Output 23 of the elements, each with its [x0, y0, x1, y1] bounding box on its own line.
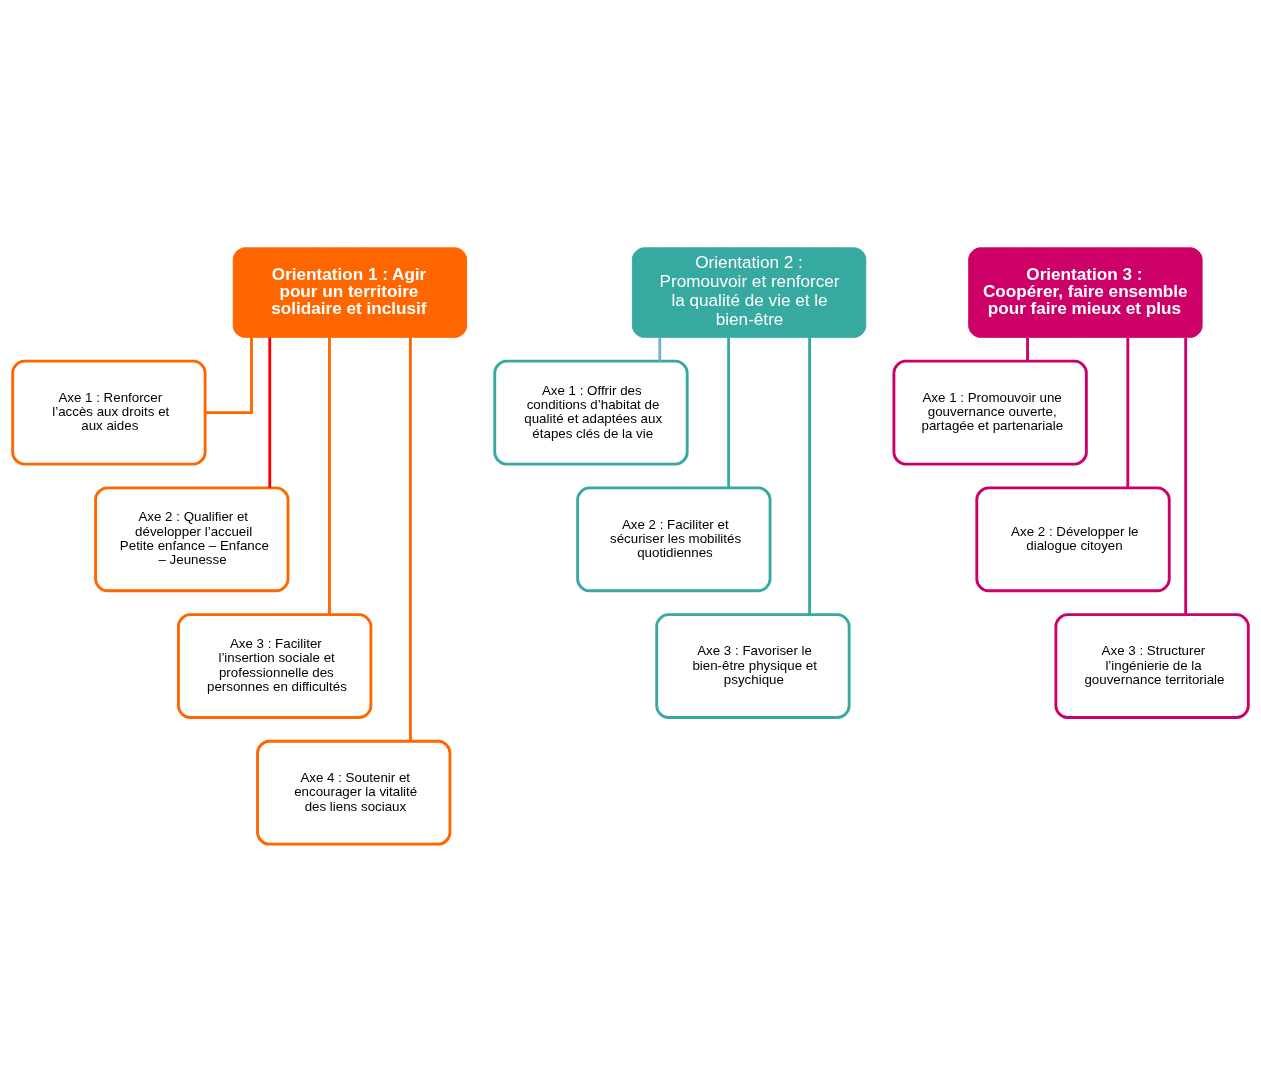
node-box: Axe 2 : Qualifier et développer l’accueil Petite enfance – Enfance – Jeunesse: [94, 486, 290, 593]
node-box: Orientation 3 : Coopérer, faire ensemble pour faire mieux et plus: [968, 247, 1203, 338]
connector: [328, 337, 331, 615]
connector: [409, 337, 412, 742]
node-box: Orientation 2 : Promouvoir et renforcer la qualité de vie et le bien-être: [631, 247, 867, 338]
node-box: Axe 1 : Offrir des conditions d’habitat de qualité et adaptées aux étapes clés de la vie: [493, 359, 689, 466]
node-box: Axe 1 : Renforcer l’accès aux droits et aux aides: [11, 359, 207, 466]
node-box: Axe 2 : Faciliter et sécuriser les mobilités quotidiennes: [576, 486, 772, 593]
connector: [268, 337, 272, 488]
node-box: Axe 2 : Développer le dialogue citoyen: [975, 486, 1171, 593]
node-box: Axe 3 : Favoriser le bien-être physique et psychique: [655, 613, 851, 719]
connector: [658, 337, 662, 361]
node-box: Orientation 1 : Agir pour un territoire solidaire et inclusif: [232, 247, 468, 338]
connector: [205, 337, 253, 415]
node-box: Axe 4 : Soutenir et encourager la vitalité des liens sociaux: [256, 739, 452, 846]
connector: [808, 337, 812, 615]
node-box: Axe 1 : Promouvoir une gouvernance ouverte, partagée et partenariale: [892, 359, 1088, 466]
connector: [727, 337, 731, 488]
node-box: Axe 3 : Faciliter l’insertion sociale et professionnelle des personnes en difficultés: [177, 613, 373, 719]
connector: [1126, 337, 1130, 488]
connector: [1184, 337, 1188, 615]
node-box: Axe 3 : Structurer l’ingénierie de la gouvernance territoriale: [1054, 613, 1250, 719]
connector: [1026, 337, 1029, 361]
